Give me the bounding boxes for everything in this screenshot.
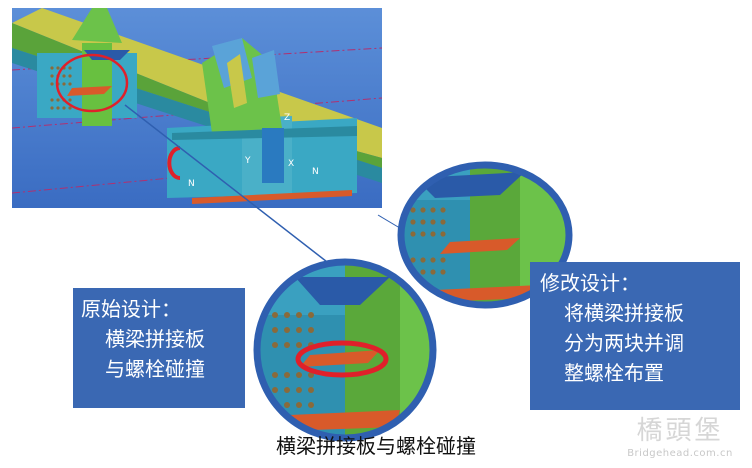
collision-highlight [295, 340, 389, 378]
axis-label-z: Z [284, 113, 290, 123]
axis-label-y: Y [244, 156, 251, 166]
modified-design-line-2: 分为两块并调 [564, 331, 684, 355]
modified-design-line-3: 整螺栓布置 [564, 361, 664, 385]
watermark: 橋頭堡 Bridgehead.com.cn [616, 410, 744, 466]
original-design-line-2: 与螺栓碰撞 [105, 357, 205, 381]
watermark-brand: 橋頭堡 [636, 416, 724, 446]
original-design-line-1: 横梁拼接板 [105, 327, 205, 351]
original-design-label-box: 原始设计： 横梁拼接板 与螺栓碰撞 [73, 288, 245, 408]
bridge-3d-model-view: Z Y X N N [12, 8, 382, 208]
figure-caption: 横梁拼接板与螺栓碰撞 [276, 434, 476, 458]
modified-design-label-box: 修改设计： 将横梁拼接板 分为两块并调 整螺栓布置 [530, 262, 740, 410]
zoom-circle-original [253, 258, 437, 442]
watermark-url: Bridgehead.com.cn [627, 448, 733, 459]
modified-design-title: 修改设计： [540, 271, 640, 295]
axis-label-n: N [312, 167, 319, 177]
axis-label-x: X [288, 159, 294, 169]
modified-design-line-1: 将横梁拼接板 [564, 301, 684, 325]
original-design-title: 原始设计： [81, 297, 181, 321]
axis-label-n-2: N [188, 179, 195, 189]
